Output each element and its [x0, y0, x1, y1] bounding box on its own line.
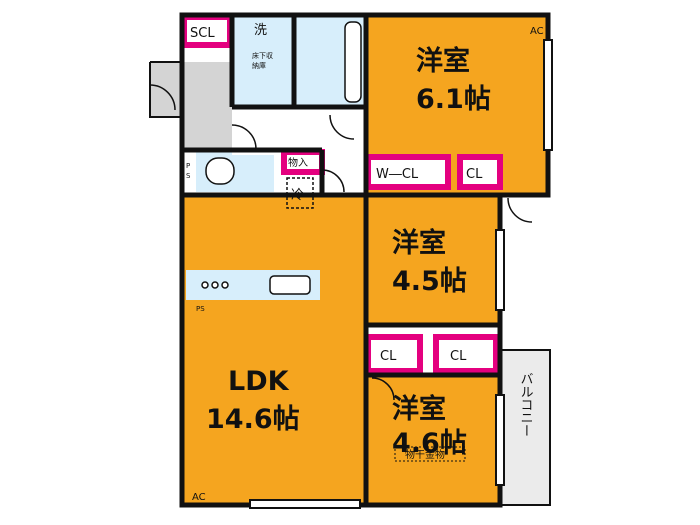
- fridge-space: [286, 177, 314, 209]
- underfloor-label-1: 床下収: [252, 51, 273, 60]
- drying-hardware-label: 物干金物: [405, 448, 445, 461]
- doors: [149, 84, 533, 401]
- cl-mid-left-label: CL: [380, 349, 397, 364]
- underfloor-label-2: 納庫: [252, 61, 266, 70]
- hallway[interactable]: [232, 107, 366, 155]
- fridge-label: 冷: [291, 188, 304, 203]
- balcony-area[interactable]: [500, 350, 550, 505]
- genkan[interactable]: [182, 62, 232, 150]
- ps-kitchen-label: PS: [196, 305, 205, 313]
- laundry-label: 洗: [254, 23, 267, 38]
- bedroom-c-size: 4.6帖: [392, 428, 467, 459]
- cl-closet-top[interactable]: [457, 154, 503, 190]
- balcony-label: バルコニー: [518, 372, 534, 437]
- ldk-size: 14.6帖: [206, 404, 300, 435]
- balcony-outline: [500, 349, 551, 506]
- wcl-label: W―CL: [376, 167, 419, 182]
- fixtures: [201, 21, 362, 295]
- entry-outline: [149, 61, 182, 118]
- ac-top-label: AC: [530, 26, 544, 37]
- bedroom-c-name: 洋室: [392, 393, 446, 425]
- washroom[interactable]: [232, 15, 294, 107]
- ac-bottom-label: AC: [192, 492, 206, 503]
- ldk-floor[interactable]: [182, 195, 366, 505]
- cl-closet-mid-right[interactable]: [433, 334, 499, 374]
- ps-toilet-label-1: P: [186, 162, 190, 170]
- bedroom-b-size: 4.5帖: [392, 266, 467, 297]
- scl-label: SCL: [190, 26, 215, 41]
- drying-hardware-box: [394, 446, 466, 462]
- bedroom-b-name: 洋室: [392, 227, 446, 259]
- ldk-name: LDK: [228, 366, 290, 397]
- bedroom-a-name: 洋室: [416, 45, 470, 77]
- storage-label: 物入: [288, 156, 308, 169]
- bedroom-b-floor[interactable]: [366, 195, 500, 325]
- cl-mid-right-label: CL: [450, 349, 467, 364]
- ps-toilet-label-2: S: [186, 172, 191, 180]
- windows: [249, 39, 553, 509]
- cl-top-label: CL: [466, 167, 483, 182]
- bedroom-a-size: 6.1帖: [416, 84, 491, 115]
- bedroom-c-floor[interactable]: [366, 375, 500, 505]
- walls: [179, 12, 551, 508]
